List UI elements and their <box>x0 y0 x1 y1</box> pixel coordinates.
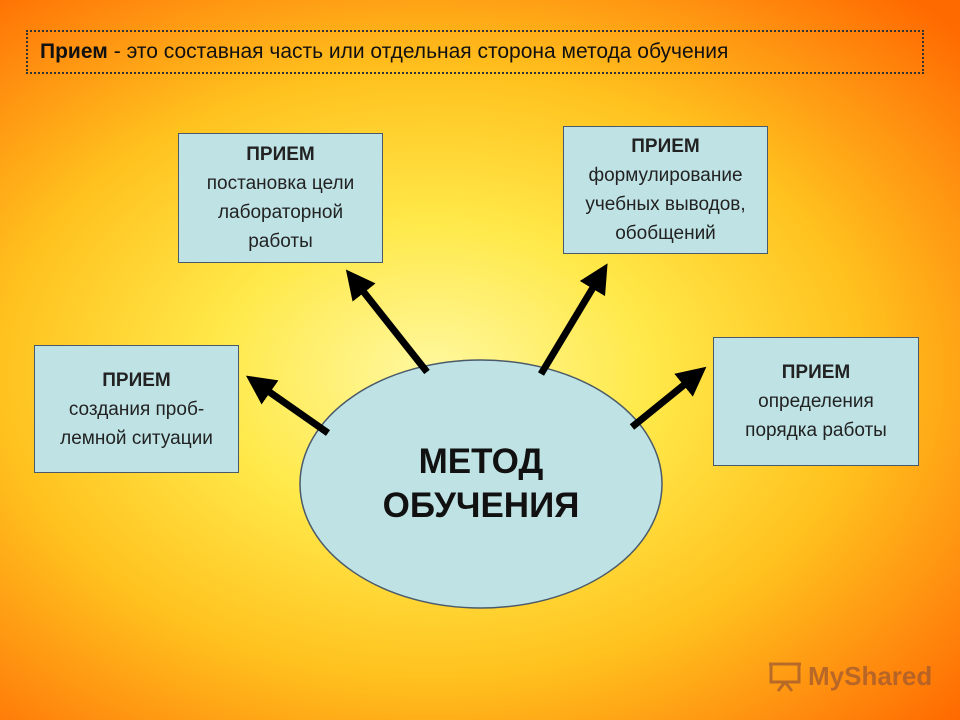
technique-line: лемной ситуации <box>60 427 213 449</box>
technique-line: обобщений <box>615 223 716 244</box>
center-label-line2: ОБУЧЕНИЯ <box>382 486 580 525</box>
technique-line: определения <box>758 391 874 412</box>
definition-text: - это составная часть или отдельная стор… <box>113 40 729 63</box>
technique-line: создания проб- <box>68 398 205 420</box>
center-label-line1: МЕТОД <box>418 442 544 481</box>
technique-head: ПРИЕМ <box>246 144 315 165</box>
technique-box-conclusions: ПРИЕМ формулирование учебных выводов, об… <box>563 126 768 254</box>
technique-line: порядка работы <box>745 420 887 441</box>
technique-box-problem-situation: ПРИЕМ создания проб- лемной ситуации <box>34 345 239 473</box>
definition-term: Прием <box>40 40 108 63</box>
technique-head: ПРИЕМ <box>631 136 700 157</box>
technique-line: лабораторной <box>217 202 344 223</box>
arrow-to-goal <box>345 269 430 375</box>
center-label: МЕТОД ОБУЧЕНИЯ <box>300 360 662 608</box>
technique-line: учебных выводов, <box>585 194 746 215</box>
arrow-to-conclusions <box>538 263 608 376</box>
technique-line: постановка цели <box>206 173 355 194</box>
technique-line: работы <box>248 231 313 252</box>
watermark-text: MyShared <box>808 660 933 691</box>
arrow-to-problem <box>245 375 331 436</box>
myshared-watermark: MyShared <box>768 656 932 696</box>
technique-box-goal-setting: ПРИЕМ постановка цели лабораторной работ… <box>178 133 383 263</box>
center-ellipse <box>299 359 663 609</box>
arrow-to-order <box>629 366 707 430</box>
definition-banner: Прием - это составная часть или отдельна… <box>26 30 924 74</box>
technique-box-work-order: ПРИЕМ определения порядка работы <box>713 337 919 466</box>
technique-line: формулирование <box>588 165 743 186</box>
technique-head: ПРИЕМ <box>781 362 851 383</box>
presentation-board-icon <box>769 662 801 692</box>
technique-head: ПРИЕМ <box>102 369 171 391</box>
